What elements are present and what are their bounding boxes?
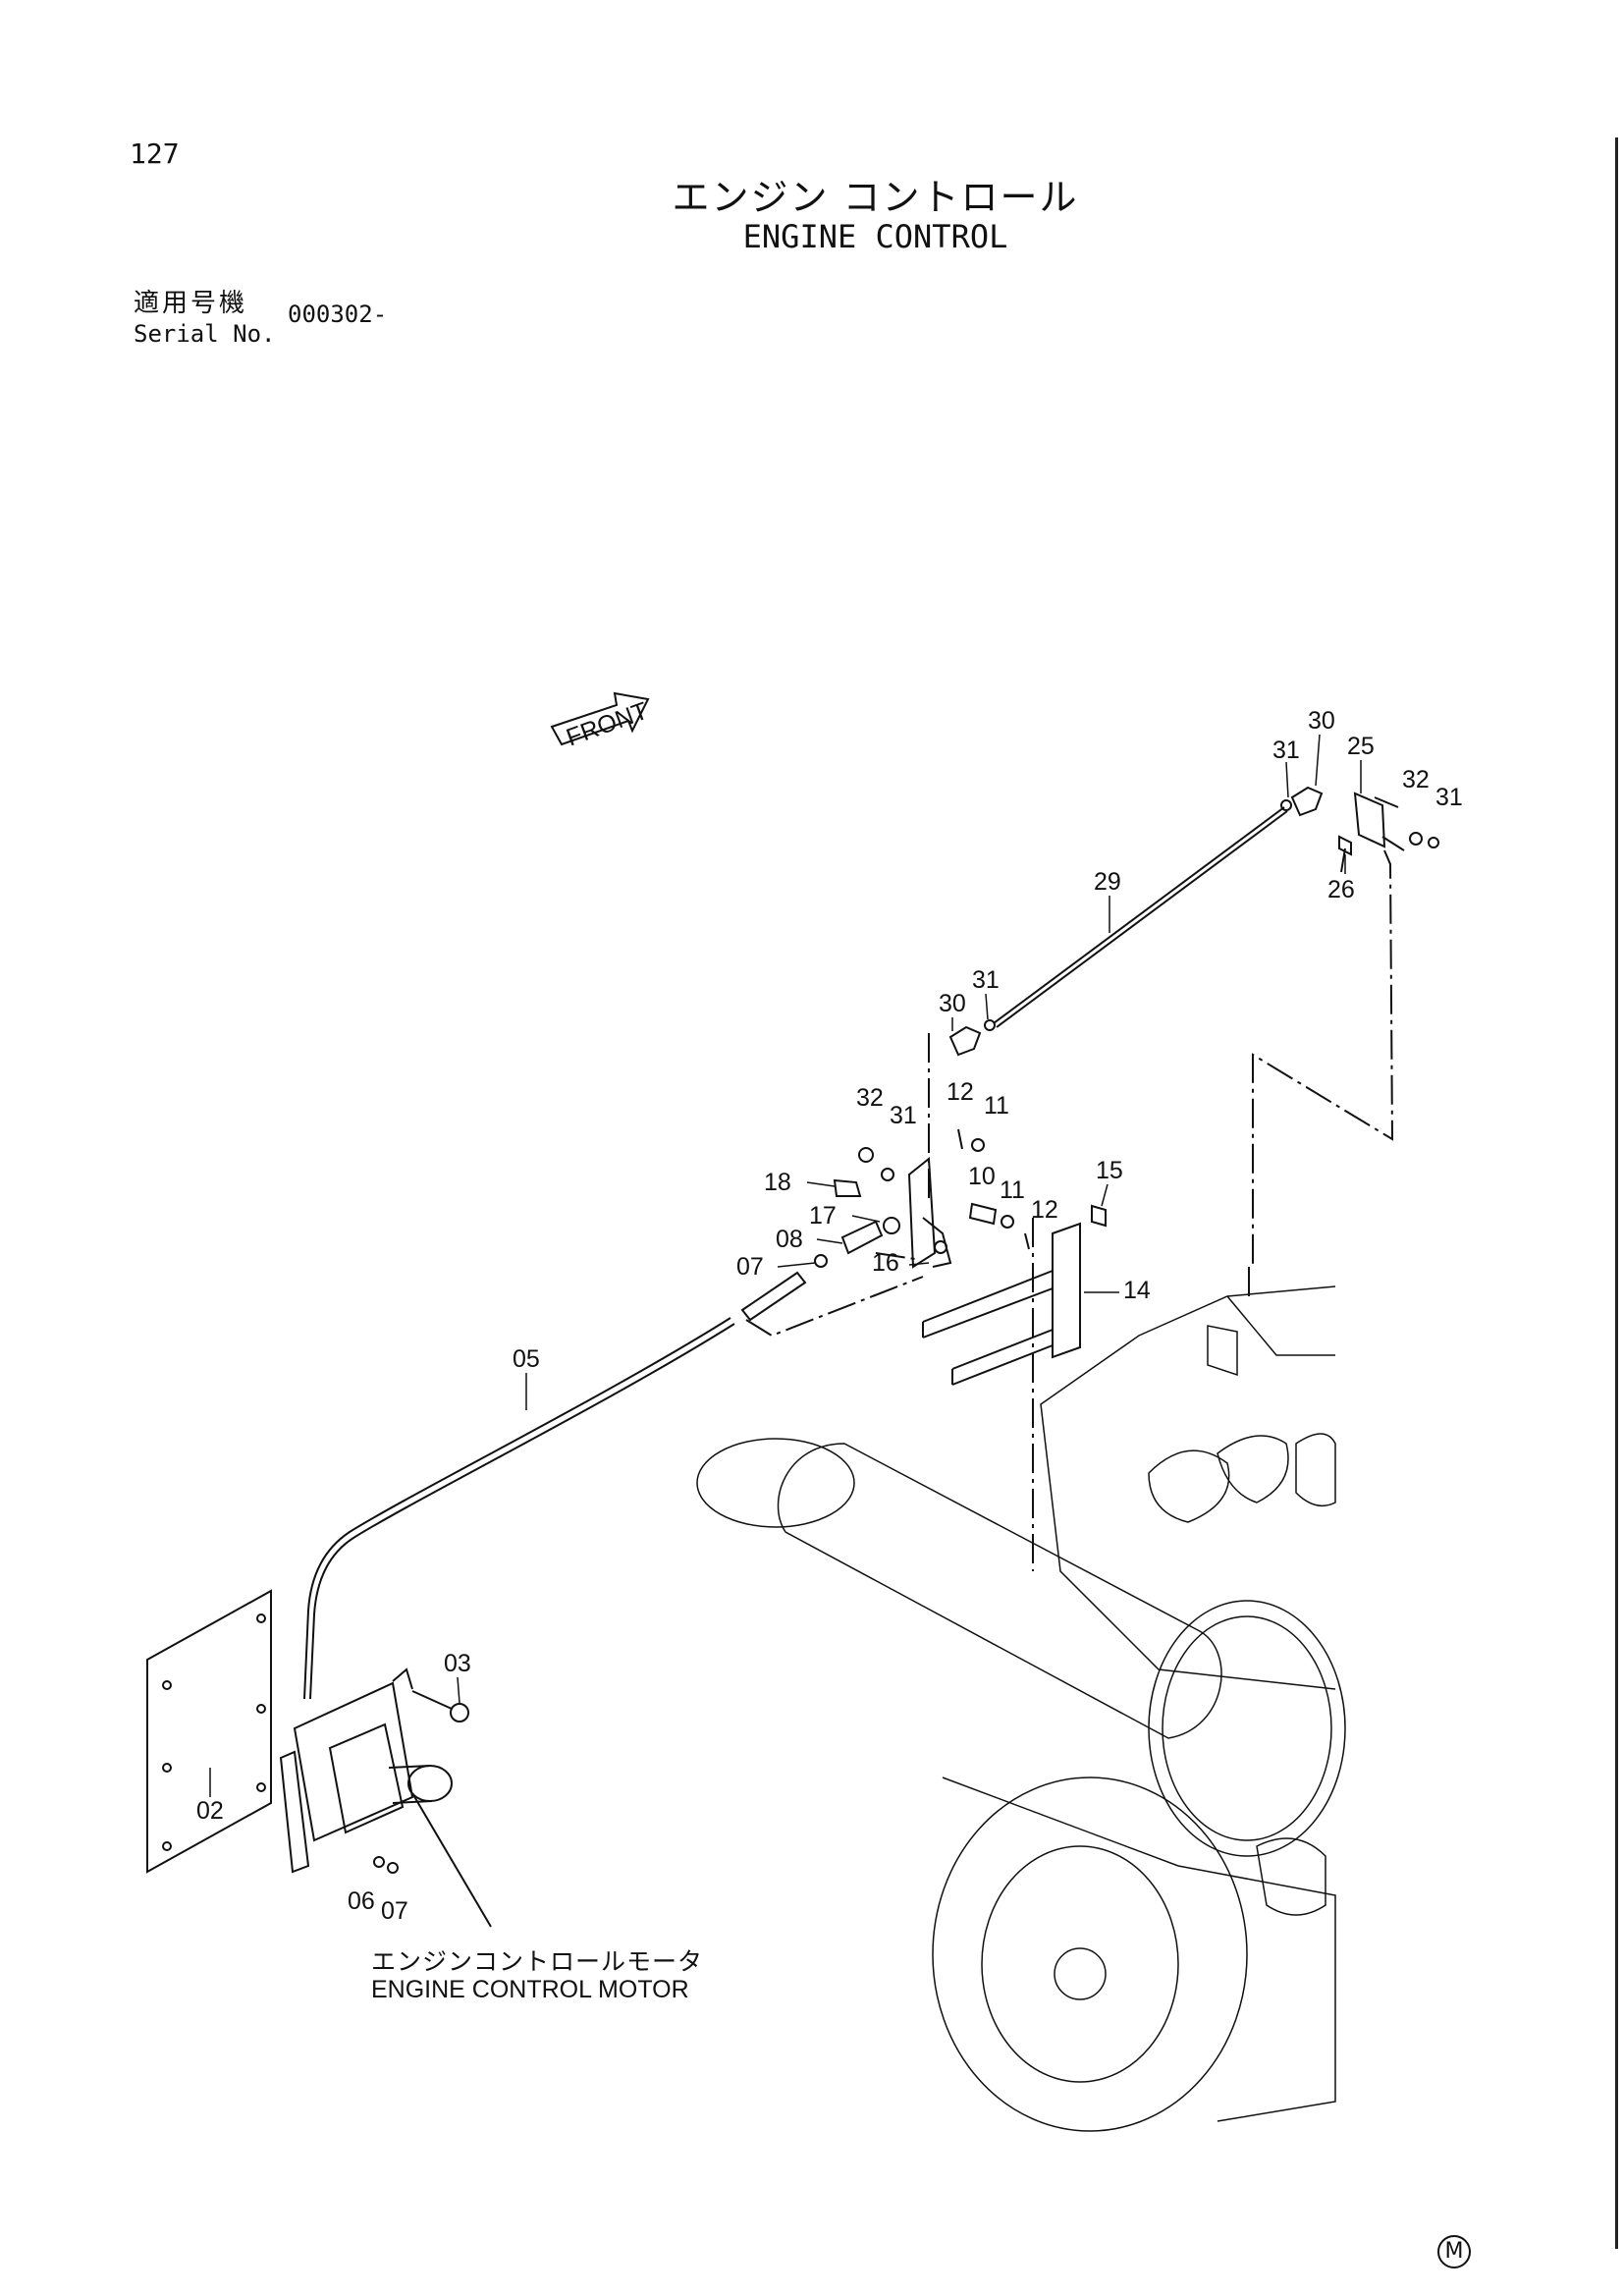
motor-leader xyxy=(411,1792,492,1928)
callout-14: 14 xyxy=(1123,1277,1151,1304)
washer-31-mid xyxy=(881,1168,894,1181)
washer-31-right xyxy=(1428,837,1439,848)
callout-25: 25 xyxy=(1347,733,1375,760)
rod-end-30-lower xyxy=(948,1025,982,1057)
callouts: 30 31 25 32 31 26 29 30 31 32 31 12 11 1… xyxy=(196,707,1463,1925)
serial-label: Serial No. xyxy=(134,320,276,348)
bolt-03 xyxy=(411,1690,453,1710)
callout-30-upper: 30 xyxy=(1308,707,1335,735)
callout-03: 03 xyxy=(444,1650,471,1677)
nut-32-mid xyxy=(858,1147,874,1163)
callout-26: 26 xyxy=(1327,876,1355,903)
page-number: 127 xyxy=(130,137,180,170)
joint-08 xyxy=(840,1220,884,1255)
cotter-12-upper xyxy=(957,1128,963,1150)
washer-11-upper xyxy=(971,1138,985,1152)
washer-11-lower xyxy=(1001,1215,1014,1229)
washer-06 xyxy=(373,1856,385,1868)
bolt-26 xyxy=(1338,835,1352,873)
engine-block xyxy=(696,1285,1346,2132)
callout-02: 02 xyxy=(196,1797,224,1825)
page-title: ENGINE CONTROL xyxy=(742,218,1008,255)
motor-label-japanese: エンジンコントロールモータ xyxy=(371,1947,704,1976)
rod-end-30-upper xyxy=(1290,786,1324,817)
motor-label: ENGINE CONTROL MOTOR xyxy=(371,1976,689,2003)
front-arrow-label: FRONT xyxy=(563,697,651,752)
washer-31-lower xyxy=(984,1019,996,1031)
cable-05 xyxy=(303,1317,731,1700)
callout-07-lower: 07 xyxy=(381,1897,408,1925)
callout-32-upper: 32 xyxy=(1402,766,1430,793)
bracket-14 xyxy=(1052,1222,1081,1359)
callout-08: 08 xyxy=(776,1226,803,1253)
callout-16: 16 xyxy=(872,1249,899,1277)
callout-32-mid: 32 xyxy=(856,1084,884,1112)
callout-31-lower: 31 xyxy=(972,966,1000,994)
footer-mark: M xyxy=(1437,2235,1471,2269)
serial-label-japanese: 適用号機 xyxy=(134,289,248,318)
callout-12-lower: 12 xyxy=(1031,1196,1058,1224)
callout-06: 06 xyxy=(348,1887,375,1915)
page-border-rule xyxy=(1615,137,1618,2249)
callout-29: 29 xyxy=(1094,868,1121,896)
callout-17: 17 xyxy=(809,1202,837,1230)
callout-07-upper: 07 xyxy=(736,1253,764,1281)
callout-31-mid: 31 xyxy=(890,1102,917,1129)
rod-29 xyxy=(993,806,1288,1028)
nut-07-lower xyxy=(387,1862,399,1874)
callout-18: 18 xyxy=(764,1169,791,1196)
cotter-12-lower xyxy=(1024,1232,1030,1250)
callout-11-lower: 11 xyxy=(1000,1176,1025,1204)
cable-end-threads xyxy=(740,1271,807,1322)
callout-05: 05 xyxy=(513,1345,540,1373)
washer-31-upper xyxy=(1280,799,1292,811)
callout-15: 15 xyxy=(1096,1157,1123,1184)
callout-11-upper: 11 xyxy=(984,1092,1009,1120)
callout-31-upper: 31 xyxy=(1272,737,1300,764)
pin-10 xyxy=(968,1202,998,1226)
bolt-18 xyxy=(833,1178,862,1197)
bolt-15 xyxy=(1091,1204,1107,1228)
plate-02 xyxy=(146,1589,272,1874)
callout-30-lower: 30 xyxy=(939,990,966,1017)
page-title-japanese: エンジン コントロール xyxy=(672,176,1079,219)
callout-12-upper: 12 xyxy=(947,1078,974,1106)
engine-control-motor xyxy=(279,1667,453,1874)
bracket-25 xyxy=(1353,792,1405,851)
nut-32-upper xyxy=(1409,832,1423,846)
nut-07-upper xyxy=(814,1254,828,1268)
lever-16 xyxy=(907,1157,937,1269)
bushing-17 xyxy=(883,1217,901,1234)
callout-10: 10 xyxy=(968,1163,996,1190)
front-arrow-icon xyxy=(550,691,650,746)
serial-number: 000302- xyxy=(288,301,388,328)
assembly-leader xyxy=(1252,849,1394,1267)
callout-31-right: 31 xyxy=(1435,784,1463,811)
